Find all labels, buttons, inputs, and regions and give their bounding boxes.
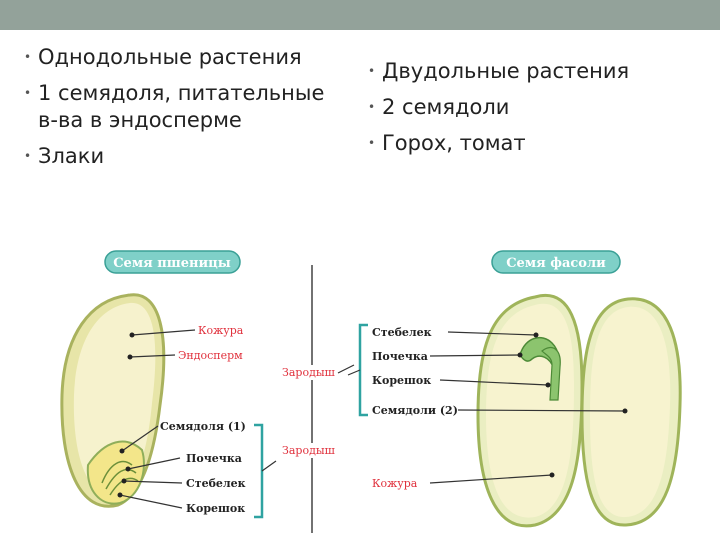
wheat-label-bud: Почечка: [186, 452, 242, 465]
bullet-item: 2 семядоли: [368, 94, 688, 121]
bean-label-root: Корешок: [372, 374, 431, 387]
bean-title: Семя фасоли: [506, 256, 606, 271]
bean-label-cotyledons: Семядоли (2): [372, 404, 458, 417]
bean-label-stem: Стебелек: [372, 326, 432, 339]
wheat-seed: [60, 293, 166, 508]
bullet-item: Двудольные растения: [368, 58, 688, 85]
seed-comparison-diagram: Семя пшеницы Кожура Эндосперм Семядоля (…: [60, 250, 682, 533]
slide-top-bar: [0, 0, 720, 30]
wheat-pointer-dots: [117, 332, 135, 498]
monocot-bullet-list: Однодольные растения 1 семядоля, питател…: [24, 44, 344, 179]
bullet-item: Злаки: [24, 143, 344, 170]
bullet-item: Однодольные растения: [24, 44, 344, 71]
bean-label-bud: Почечка: [372, 350, 428, 363]
wheat-title-pill: [104, 250, 241, 274]
wheat-title: Семя пшеницы: [113, 256, 231, 271]
wheat-pointers: [119, 329, 196, 509]
bean-embryo-bracket: [358, 323, 368, 417]
embryo-label-top: Зародыш: [282, 366, 335, 379]
wheat-label-endosperm: Эндосперм: [178, 349, 243, 362]
wheat-label-root: Корешок: [186, 502, 245, 515]
bullet-item: 1 семядоля, питательные в-ва в эндосперм…: [24, 80, 344, 134]
bean-label-husk: Кожура: [372, 477, 418, 490]
wheat-embryo-bracket: [254, 423, 264, 519]
wheat-label-cotyledon: Семядоля (1): [160, 420, 246, 433]
bullet-item: Горох, томат: [368, 130, 688, 157]
bean-title-pill: [491, 250, 621, 274]
dicot-bullet-list: Двудольные растения 2 семядоли Горох, то…: [368, 58, 688, 166]
embryo-label-bottom: Зародыш: [282, 444, 335, 457]
wheat-label-stem: Стебелек: [186, 477, 246, 490]
wheat-label-husk: Кожура: [198, 324, 244, 337]
bean-pointer-dots: [517, 332, 628, 478]
bean-pointers: [429, 331, 626, 484]
